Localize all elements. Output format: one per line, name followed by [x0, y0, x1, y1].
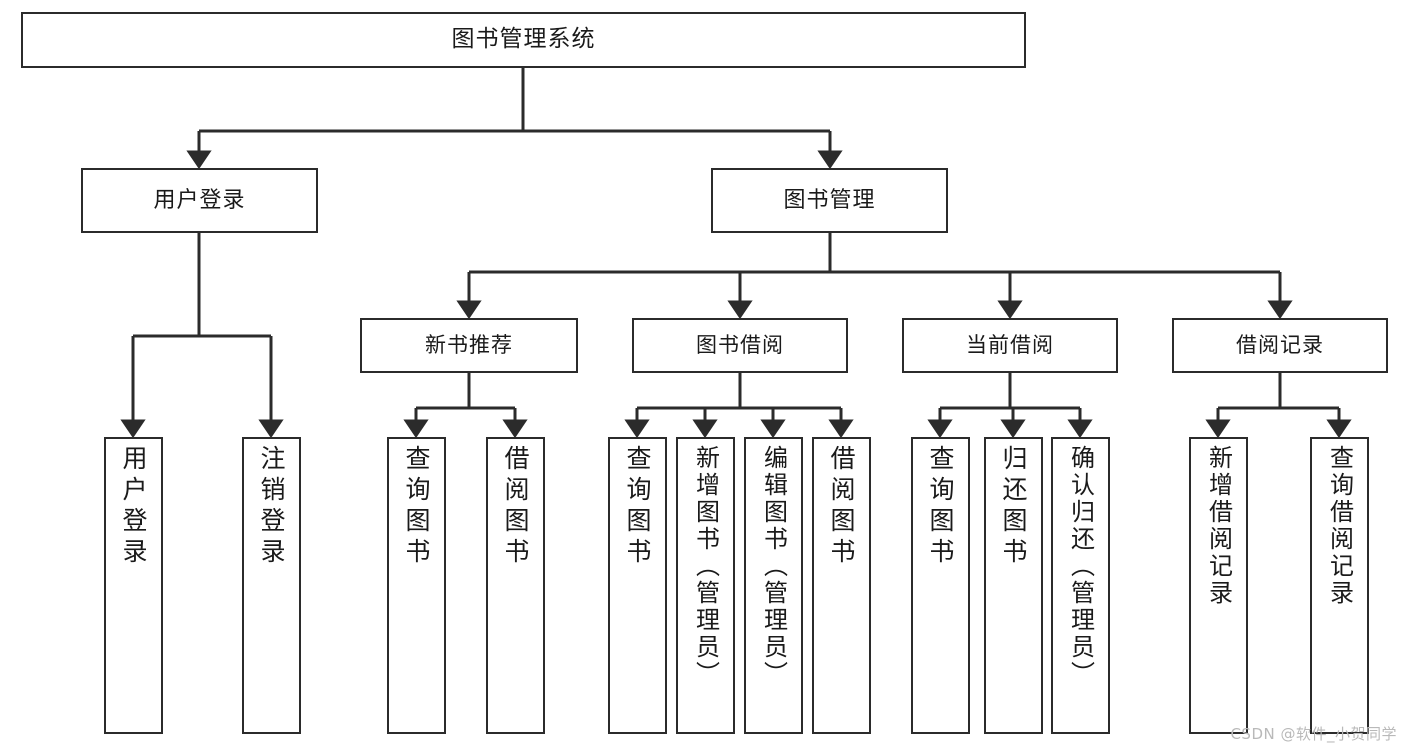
node-borrow-record[interactable]: 借阅记录: [1172, 318, 1388, 373]
node-root-label: 图书管理系统: [451, 26, 596, 53]
leaf-query-book-borrow-label: 查询图书: [623, 445, 652, 569]
leaf-logout-login[interactable]: 注销登录: [242, 437, 301, 734]
node-borrow-record-label: 借阅记录: [1236, 333, 1324, 358]
leaf-query-borrow-record-label: 查询借阅记录: [1325, 445, 1354, 607]
leaf-query-borrow-record[interactable]: 查询借阅记录: [1310, 437, 1369, 734]
node-new-book-recommend[interactable]: 新书推荐: [360, 318, 578, 373]
leaf-borrow-book[interactable]: 借阅图书: [812, 437, 871, 734]
node-book-borrow-label: 图书借阅: [696, 333, 784, 358]
node-current-borrow-label: 当前借阅: [966, 333, 1054, 358]
node-book-management-label: 图书管理: [783, 187, 876, 213]
node-user-login-label: 用户登录: [153, 187, 246, 213]
leaf-query-book-borrow[interactable]: 查询图书: [608, 437, 667, 734]
leaf-return-book-label: 归还图书: [999, 445, 1028, 569]
leaf-query-book-recommend-label: 查询图书: [402, 445, 431, 569]
leaf-edit-book-admin[interactable]: 编辑图书（管理员）: [744, 437, 803, 734]
leaf-borrow-book-label: 借阅图书: [827, 445, 856, 569]
node-user-login[interactable]: 用户登录: [81, 168, 318, 233]
leaf-add-book-admin[interactable]: 新增图书（管理员）: [676, 437, 735, 734]
leaf-user-login-label: 用户登录: [119, 445, 148, 569]
leaf-query-book-recommend[interactable]: 查询图书: [387, 437, 446, 734]
leaf-query-book-current[interactable]: 查询图书: [911, 437, 970, 734]
leaf-confirm-return-admin-label: 确认归还（管理员）: [1066, 445, 1095, 688]
node-current-borrow[interactable]: 当前借阅: [902, 318, 1118, 373]
leaf-add-book-admin-label: 新增图书（管理员）: [691, 445, 720, 688]
node-book-management[interactable]: 图书管理: [711, 168, 948, 233]
leaf-add-borrow-record-label: 新增借阅记录: [1204, 445, 1233, 607]
leaf-return-book[interactable]: 归还图书: [984, 437, 1043, 734]
leaf-add-borrow-record[interactable]: 新增借阅记录: [1189, 437, 1248, 734]
leaf-borrow-book-recommend-label: 借阅图书: [501, 445, 530, 569]
leaf-user-login[interactable]: 用户登录: [104, 437, 163, 734]
leaf-query-book-current-label: 查询图书: [926, 445, 955, 569]
leaf-logout-login-label: 注销登录: [257, 445, 286, 569]
leaf-borrow-book-recommend[interactable]: 借阅图书: [486, 437, 545, 734]
csdn-watermark: CSDN @软件_小贺同学: [1230, 725, 1397, 743]
node-root[interactable]: 图书管理系统: [21, 12, 1026, 68]
leaf-confirm-return-admin[interactable]: 确认归还（管理员）: [1051, 437, 1110, 734]
leaf-edit-book-admin-label: 编辑图书（管理员）: [759, 445, 788, 688]
node-new-book-recommend-label: 新书推荐: [425, 333, 513, 358]
node-book-borrow[interactable]: 图书借阅: [632, 318, 848, 373]
